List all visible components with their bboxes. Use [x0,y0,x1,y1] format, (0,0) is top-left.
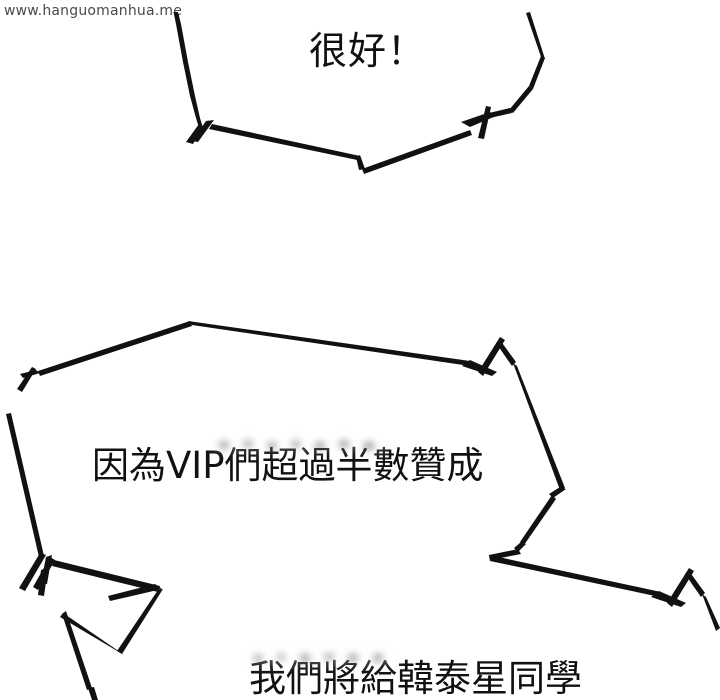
top-bubble-bottom-left-edge [209,124,362,161]
lower-bubble-left-spike-c [38,568,48,596]
lower-bubble-right-notch [549,487,566,498]
speech-text-middle: 因為VIP們超過半數贊成 [92,444,484,487]
lower-bubble-bottom-left-v [489,549,521,560]
lower-bubble-tail-lower-diag [117,589,163,654]
top-bubble-left-spike [186,124,203,144]
lower-bubble-left-upper-diag [17,367,36,392]
lower-bubble-top-edge-left [38,321,192,376]
top-bubble-right-spike-2 [478,106,491,139]
lower-bubble-bottom-notch-right [514,542,526,552]
speech-text-bottom: 我們將給韓泰星同學 [249,657,582,700]
lower-bubble-tail-out2 [88,687,98,700]
lower-bubble-right-spike-b [478,337,505,376]
lower-bubble-tail-arrowhead [108,584,162,601]
top-bubble-bottom-right-edge [362,130,472,174]
lower-bubble-topleft-edge [20,370,40,378]
lower-bubble-right-edge-upper [513,363,565,490]
lower-bubble-tail-out [62,611,92,690]
top-bubble-right-edge-lower [509,86,533,113]
lower-bubble-bottom-edge-right [489,555,661,597]
lower-bubble-tail-spike [41,555,52,584]
top-bubble-left-edge [173,12,203,130]
top-bubble-right-edge-upper [529,56,545,89]
lower-bubble-right-spike-c [496,340,516,366]
lower-bubble-brspike-a [651,591,686,607]
top-bubble-right-spike-3 [489,108,512,118]
top-bubble-top-right-edge [526,12,545,59]
lower-bubble-brspike-b [667,568,694,607]
lower-bubble-left-spike-a [19,553,46,591]
site-watermark: www.hanguomanhua.me [4,3,183,19]
top-bubble-right-spike [461,112,496,127]
lower-bubble-top-peak [188,321,470,366]
lower-bubble-tail-upper [52,560,160,592]
lower-bubble-left-edge-mid [6,413,44,557]
top-bubble-left-spike-2 [192,120,214,142]
lower-bubble-right-edge-lower [520,495,556,545]
lower-bubble-left-spike-b [33,557,55,590]
lower-bubble-br-edge [702,594,720,631]
speech-text-top: 很好！ [309,29,427,73]
lower-bubble-right-spike-a [462,360,497,376]
top-bubble-bottom-notch [356,155,365,170]
lower-bubble-tail-bottom-v [60,613,124,655]
lower-bubble-brspike-c [685,571,705,597]
